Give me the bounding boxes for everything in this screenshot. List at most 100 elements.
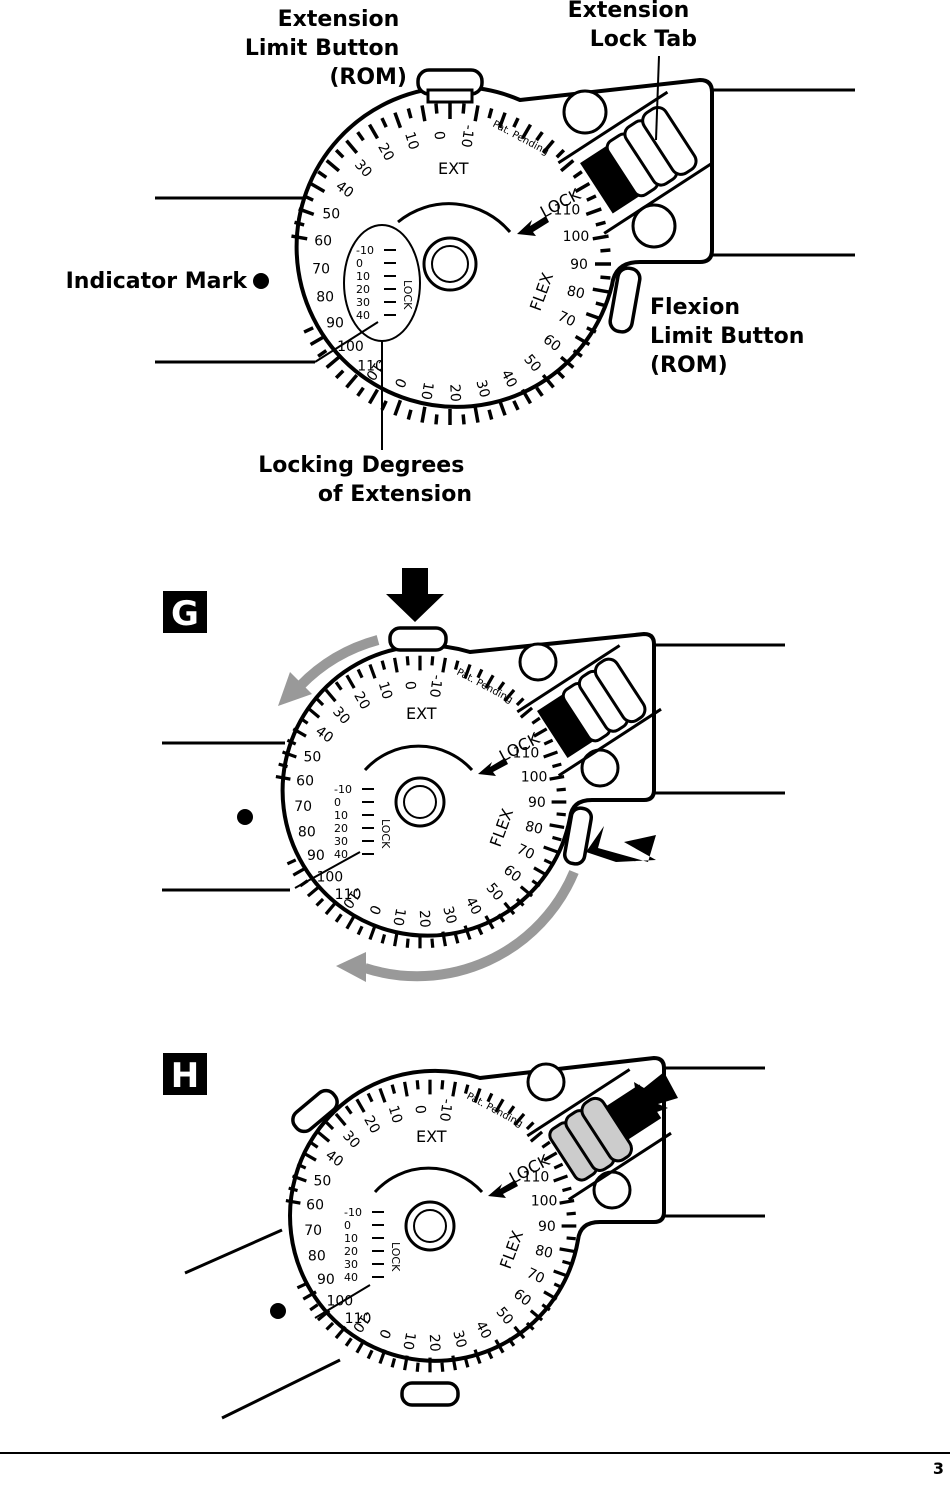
ext-scale-label: 0 [402, 680, 419, 690]
ext-scale-label: 20 [360, 1113, 383, 1136]
rotation-arrowhead-top [278, 672, 312, 706]
flexion-limit-button[interactable] [562, 806, 594, 866]
scale-tick [525, 1321, 535, 1331]
scale-tick [513, 1325, 526, 1340]
scale-tick [543, 845, 559, 854]
inner-arc [397, 202, 512, 233]
flexion-limit-button[interactable] [400, 1381, 460, 1407]
scale-tick [281, 750, 297, 759]
ext-scale-label: 90 [326, 316, 344, 332]
inner-arc [363, 744, 474, 772]
scale-tick [592, 287, 609, 294]
lower-arm-line [221, 1358, 341, 1420]
scale-tick [549, 823, 565, 829]
ext-scale-label: 20 [374, 141, 397, 164]
flex-scale-label: 20 [446, 384, 463, 403]
ext-scale-label: 50 [313, 1173, 331, 1189]
scale-tick [503, 901, 516, 916]
scale-divider [294, 851, 361, 889]
flex-scale-label: 110 [523, 1170, 550, 1186]
scale-tick [562, 1186, 572, 1193]
scale-tick [566, 1236, 576, 1241]
ext-scale-label: -10 [426, 674, 445, 699]
screw-bottom [592, 1170, 632, 1210]
flex-scale-label: 90 [570, 257, 588, 273]
scale-tick [453, 660, 460, 670]
lock-scale-label: 40 [334, 848, 348, 861]
extension-limit-button[interactable] [388, 626, 448, 652]
scale-tick [306, 885, 321, 898]
extension-lock-tab[interactable] [557, 90, 715, 235]
scale-tick [315, 897, 325, 907]
scale-tick [586, 194, 597, 202]
lock-scale-label: 40 [356, 309, 370, 322]
step-g-badge [163, 591, 207, 633]
scale-tick [334, 369, 345, 380]
indicator-mark-dot [270, 1303, 286, 1319]
flex-scale-label: 30 [449, 1328, 469, 1349]
scale-tick [393, 399, 403, 416]
scale-tick [497, 681, 506, 691]
scale-tick [302, 1290, 317, 1301]
scale-tick [294, 220, 305, 227]
scale-tick [324, 688, 337, 703]
lock-rail-bottom [603, 161, 715, 235]
ext-scale-label: 110 [357, 359, 384, 375]
scale-tick [420, 406, 427, 423]
scale-tick [309, 181, 326, 194]
ext-scale-label: 70 [294, 799, 312, 815]
extension-lock-tab[interactable] [516, 644, 662, 777]
scale-tick [393, 112, 403, 129]
scale-tick [525, 1121, 535, 1131]
scale-tick [600, 275, 611, 280]
flex-scale-label: 110 [513, 746, 540, 762]
flex-scale-label: 90 [538, 1219, 556, 1235]
flex-scale-label: 100 [563, 229, 590, 245]
ext-scale-label: 100 [326, 1293, 353, 1309]
flex-scale-label: 10 [389, 907, 408, 927]
lock-arrow [488, 1180, 518, 1198]
scale-tick [356, 131, 365, 142]
scale-tick [494, 1098, 505, 1113]
callout-flexion-limit-button: Flexion Limit Button (ROM) [650, 295, 812, 378]
scale-tick [572, 170, 583, 179]
scale-tick [512, 117, 520, 128]
lock-slider-rib [593, 657, 647, 724]
lock-window [580, 143, 643, 214]
scale-tick [356, 668, 364, 679]
lock-scale-label: 0 [344, 1219, 351, 1232]
scale-tick [515, 897, 525, 907]
flex-scale-label: 90 [528, 795, 546, 811]
lock-scale-label: 10 [334, 809, 348, 822]
figure-h: H LOCK Pat. Pending -1001020304050607080… [163, 1053, 765, 1420]
flex-scale-label: 20 [426, 1334, 443, 1353]
scale-tick [487, 108, 494, 119]
ext-word: EXT [406, 704, 437, 723]
lock-arrow [517, 216, 549, 236]
scale-tick [441, 657, 447, 673]
scale-tick [556, 787, 566, 792]
extension-limit-button[interactable] [289, 1087, 341, 1136]
scale-divider [314, 321, 379, 363]
scale-tick [355, 1098, 366, 1113]
flexion-limit-button[interactable] [608, 266, 642, 334]
scale-tick [503, 688, 516, 703]
scale-tick [541, 1303, 551, 1312]
scale-tick [541, 1140, 551, 1149]
scale-tick [325, 1321, 335, 1331]
scale-tick [334, 913, 343, 923]
scale-tick [535, 386, 544, 397]
lock-scale-label: 30 [334, 835, 348, 848]
ext-word: EXT [416, 1127, 447, 1146]
scale-tick [473, 1349, 482, 1365]
screw-bottom [631, 203, 677, 249]
scale-tick [440, 1362, 445, 1372]
scale-tick [484, 674, 495, 689]
scale-tick [529, 1309, 544, 1322]
scale-tick [367, 388, 380, 405]
scale-tick [334, 1325, 347, 1340]
scale-tick [317, 170, 328, 179]
scale-tick [463, 1084, 470, 1094]
scale-tick [403, 1081, 409, 1097]
